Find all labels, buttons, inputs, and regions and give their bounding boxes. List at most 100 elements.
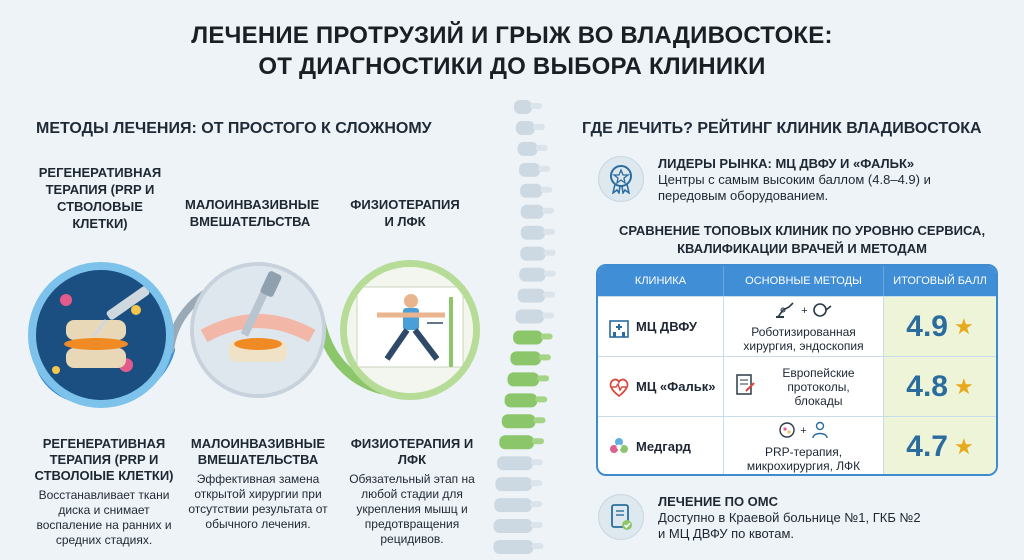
table-row: Медгард + PRP-терапия, микрохирургия, ЛФ…: [598, 416, 996, 474]
page-title-line2: ОТ ДИАГНОСТИКИ ДО ВЫБОРА КЛИНИКИ: [258, 53, 766, 80]
vertebra-process: [538, 354, 551, 361]
medical-flower-icon: [608, 436, 630, 458]
vertebra-process: [532, 123, 545, 130]
vertebra-process: [540, 333, 553, 340]
clinic-score: 4.7: [906, 429, 948, 463]
vertebra-process: [543, 270, 556, 277]
vertebra-process: [540, 186, 553, 193]
star-icon: ★: [953, 313, 974, 339]
doctor-icon: [811, 421, 829, 442]
method-physio-illustration: [340, 260, 480, 400]
vertebra-process: [530, 459, 543, 466]
table-header-score: ИТОГОВЫЙ БАЛЛ: [893, 275, 987, 287]
oms-text: Доступно в Краевой больнице №1, ГКБ №2 и…: [658, 510, 921, 541]
vertebra: [520, 246, 546, 261]
award-badge-icon: [598, 156, 644, 202]
vertebra: [514, 100, 532, 114]
vertebra: [519, 162, 541, 177]
vertebra-process: [543, 228, 556, 235]
method-minimally-invasive-description: Эффективная замена открытой хирургии при…: [188, 472, 328, 531]
vertebra: [517, 141, 538, 156]
vertebra-process: [538, 165, 551, 172]
method-regenerative-title: РЕГЕНЕРАТИВНАЯ ТЕРАПИЯ (PRP И СТВОЛОВЫЕ …: [38, 165, 162, 231]
method-regenerative-illustration: [28, 262, 174, 408]
table-row: МЦ ДВФУ + Роботизированная хирургия, энд…: [598, 296, 996, 356]
table-header-clinic: КЛИНИКА: [598, 266, 724, 296]
vertebra-process: [541, 207, 554, 214]
vertebra-process: [532, 438, 545, 445]
method-regenerative-card: РЕГЕНЕРАТИВНАЯ ТЕРАПИЯ (PRP И СТВОЛОIЫЕ …: [28, 436, 180, 548]
clinic-methods: Европейские протоколы, блокады: [782, 365, 855, 408]
clinics-heading: ГДЕ ЛЕЧИТЬ? РЕЙТИНГ КЛИНИК ВЛАДИВОСТОКА: [582, 120, 982, 137]
cells-icon: [778, 421, 796, 442]
vertebra-process: [535, 144, 548, 151]
vertebra: [513, 330, 543, 345]
vertebra: [520, 183, 543, 198]
vertebra: [495, 477, 533, 492]
clinic-name: МЦ ДВФУ: [636, 319, 697, 334]
hospital-icon: [608, 316, 630, 338]
endoscope-icon: [812, 301, 832, 322]
oms-card: ЛЕЧЕНИЕ ПО ОМС Доступно в Краевой больни…: [598, 494, 998, 542]
vertebra: [520, 204, 544, 219]
clinic-rating-table: КЛИНИКА ОСНОВНЫЕ МЕТОДЫ ИТОГОВЫЙ БАЛЛ МЦ…: [596, 264, 998, 476]
method-physio-description: Обязательный этап на любой стадии для ук…: [349, 472, 475, 546]
vertebra-process: [543, 291, 556, 298]
vertebra-process: [530, 480, 543, 487]
method-minimally-invasive-card: МАЛОИНВАЗИВНЫЕ ВМЕШАТЕЛЬСТВА Эффективная…: [188, 436, 328, 532]
method-physio-card: ФИЗИОТЕРАПИЯ И ЛФК Обязательный этап на …: [344, 436, 480, 547]
method-regenerative-description: Восстанавливает ткани диска и снимает во…: [36, 488, 172, 547]
clinic-methods: Роботизированная хирургия, эндоскопия: [743, 324, 864, 353]
method-minimally-invasive-illustration: [190, 262, 326, 398]
vertebra: [504, 393, 538, 408]
comparison-title: СРАВНЕНИЕ ТОПОВЫХ КЛИНИК ПО УРОВНЮ СЕРВИ…: [618, 223, 986, 256]
table-row: МЦ «Фальк» Европейские протоколы, блокад…: [598, 356, 996, 416]
oms-title: ЛЕЧЕНИЕ ПО ОМС: [658, 494, 779, 509]
vertebra-process: [533, 417, 546, 424]
vertebra: [519, 267, 546, 282]
spine-illustration: [493, 100, 556, 554]
method-physio-label: ФИЗИОТЕРАПИЯ И ЛФК: [350, 436, 474, 467]
clinic-score: 4.9: [906, 309, 948, 343]
market-leaders-card: ЛИДЕРЫ РЫНКА: МЦ ДВФУ И «ФАЛЬК» Центры с…: [598, 156, 998, 204]
vertebra-process: [537, 375, 550, 382]
vertebra-process: [531, 543, 544, 549]
clinic-methods: PRP-терапия, микрохирургия, ЛФК: [746, 444, 861, 473]
vertebra: [515, 120, 535, 135]
vertebra: [497, 456, 533, 471]
star-icon: ★: [953, 433, 974, 459]
method-regenerative-label: РЕГЕНЕРАТИВНАЯ ТЕРАПИЯ (PRP И СТВОЛОIЫЕ …: [34, 436, 174, 483]
method-physio-title: ФИЗИОТЕРАПИЯ И ЛФК: [350, 197, 460, 229]
vertebra: [493, 540, 534, 554]
vertebra: [515, 309, 545, 324]
page-title-line1: ЛЕЧЕНИЕ ПРОТРУЗИЙ И ГРЫЖ ВО ВЛАДИВОСТОКЕ…: [191, 22, 833, 49]
vertebra: [501, 414, 536, 429]
heart-pulse-icon: [608, 376, 630, 398]
vertebra: [510, 351, 541, 366]
vertebra-process: [530, 501, 543, 508]
vertebra-process: [535, 396, 548, 403]
clinic-score: 4.8: [906, 369, 948, 403]
vertebra-process: [530, 522, 543, 529]
market-leaders-title: ЛИДЕРЫ РЫНКА: МЦ ДВФУ И «ФАЛЬК»: [658, 156, 915, 171]
methods-heading: МЕТОДЫ ЛЕЧЕНИЯ: ОТ ПРОСТОГО К СЛОЖНОМУ: [36, 120, 432, 137]
vertebra: [507, 372, 540, 387]
vertebra: [493, 519, 533, 534]
clinic-name: МЦ «Фальк»: [636, 379, 716, 394]
approved-document-icon: [598, 494, 644, 540]
table-header: КЛИНИКА ОСНОВНЫЕ МЕТОДЫ ИТОГОВЫЙ БАЛЛ: [598, 266, 996, 296]
method-minimally-invasive-title: МАЛОИНВАЗИВНЫЕ ВМЕШАТЕЛЬСТВА: [185, 197, 320, 229]
vertebra-process: [542, 312, 555, 319]
vertebra: [517, 288, 546, 303]
method-minimally-invasive-label: МАЛОИНВАЗИВНЫЕ ВМЕШАТЕЛЬСТВА: [190, 436, 326, 467]
market-leaders-text: Центры с самым высоким баллом (4.8–4.9) …: [658, 172, 931, 203]
page-title: ЛЕЧЕНИЕ ПРОТРУЗИЙ И ГРЫЖ ВО ВЛАДИВОСТОКЕ…: [0, 20, 1024, 82]
vertebra-process: [543, 249, 556, 256]
star-icon: ★: [953, 373, 974, 399]
clinic-name: Медгард: [636, 439, 691, 454]
protocol-document-icon: [734, 373, 756, 400]
vertebra: [494, 498, 533, 513]
robot-arm-icon: [775, 301, 797, 322]
vertebra-process: [530, 103, 542, 109]
table-header-methods: ОСНОВНЫЕ МЕТОДЫ: [724, 266, 884, 296]
